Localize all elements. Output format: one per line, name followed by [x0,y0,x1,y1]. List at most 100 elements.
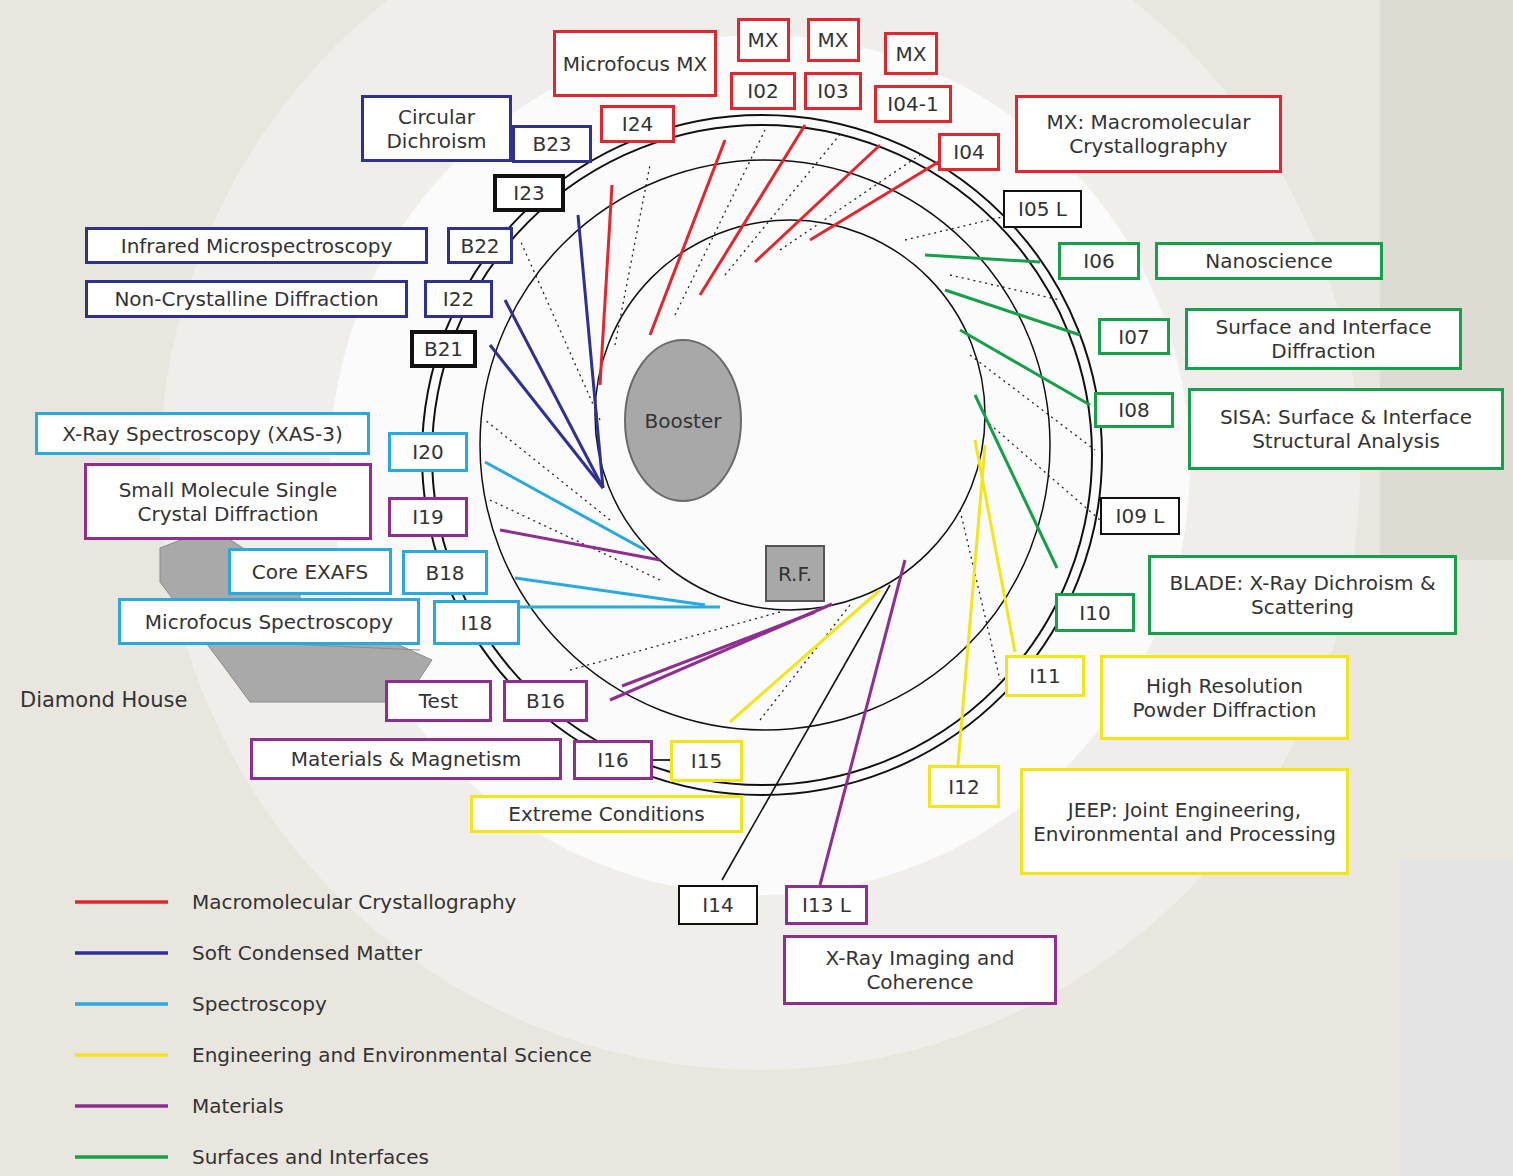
beamline-position [675,130,765,315]
legend-swatch [75,897,170,907]
beamline-id-box: I10 [1055,593,1135,632]
node-text: Infrared Microspectroscopy [121,234,393,258]
node-text: JEEP: Joint Engineering, Environmental a… [1029,798,1340,846]
booster-shape [625,340,741,501]
beamline-position [970,355,1095,450]
legend-text: Engineering and Environmental Science [192,1043,592,1067]
hall-roof [330,35,1190,895]
node-text: I04-1 [887,92,938,116]
beamline-id-box: Test [385,680,492,722]
node-text: I08 [1118,398,1149,422]
beamline [975,440,1015,652]
node-text: Circular Dichroism [370,105,503,153]
node-text: I10 [1079,601,1110,625]
node-text: I13 L [802,893,851,917]
beamline-group-box: Infrared Microspectroscopy [85,227,428,264]
node-text: I12 [948,775,979,799]
node-text: I14 [702,893,733,917]
beamline-group-box: X-Ray Spectroscopy (XAS-3) [35,412,370,455]
beamline [730,590,880,722]
node-text: MX: Macromolecular Crystallography [1024,110,1273,158]
legend-text: Macromolecular Crystallography [192,890,516,914]
beamline-id-box: I02 [730,72,796,110]
legend-line [75,1155,168,1159]
beamline [485,462,645,550]
legend-row: Soft Condensed Matter [75,940,422,966]
beamline-id-box: I11 [1005,655,1085,697]
legend-swatch [75,948,170,958]
beamline [600,185,612,385]
beamline [755,145,880,262]
building-edge [200,640,420,650]
buildings [1400,860,1513,1176]
node-text: I05 L [1018,197,1067,221]
beamline-id-box: I08 [1094,392,1174,428]
beamline [945,290,1080,335]
beamline-group-box: MX: Macromolecular Crystallography [1015,95,1282,173]
storage-ring-outer [422,115,1102,795]
beamline [515,578,705,605]
legend-line [75,1104,168,1108]
booster-ring: Booster [623,338,743,503]
beamline-id-box: I14 [678,885,758,925]
beamline-group-box: Nanoscience [1155,242,1383,280]
beamline [500,530,660,560]
legend-text: Materials [192,1094,284,1118]
node-text: MX [818,28,849,52]
beamline-id-box: I03 [804,72,862,110]
node-text: Microfocus MX [563,52,708,76]
node-text: X-Ray Spectroscopy (XAS-3) [62,422,343,446]
beamline [505,300,603,488]
legend-line [75,1053,168,1057]
legend-row: Macromolecular Crystallography [75,889,516,915]
beamlines [485,125,1100,885]
beamline [610,604,832,700]
node-text: I11 [1029,664,1060,688]
field [1380,0,1513,560]
beamline-id-box: I12 [928,765,1000,808]
legend-line [75,1002,168,1006]
beamline-group-box: Small Molecule Single Crystal Diffractio… [84,463,372,540]
node-text: I24 [622,112,653,136]
rf-block: R.F. [765,545,825,602]
beamline-group-box: Extreme Conditions [470,795,743,833]
beamline-id-box: I15 [670,740,743,782]
beamline-group-box: Microfocus Spectroscopy [118,598,420,645]
node-text: I20 [412,440,443,464]
beamline-id-box: I18 [433,600,520,645]
legend-row: Surfaces and Interfaces [75,1144,429,1170]
beamline-id-box: I24 [600,105,675,143]
beamline-group-box: Materials & Magnetism [250,738,562,780]
node-text: Small Molecule Single Crystal Diffractio… [93,478,363,526]
rf-outline [765,545,825,602]
legend-swatch [75,1152,170,1162]
node-text: I22 [443,287,474,311]
node-text: I04 [953,140,984,164]
node-text: I16 [597,748,628,772]
legend-swatch [75,1050,170,1060]
node-text: I09 L [1116,504,1165,528]
node-text: Core EXAFS [252,560,369,584]
node-text: B22 [460,234,499,258]
node-text: Materials & Magnetism [291,747,521,771]
beamline-id-box: I19 [388,497,468,537]
inner-ring [595,220,985,610]
node-text: SISA: Surface & Interface Structural Ana… [1197,405,1495,453]
beamline-position [985,420,1100,520]
beamline-group-box: Surface and Interface Diffraction [1185,308,1462,370]
beamline-id-box: I23 [493,174,565,212]
node-text: I15 [691,749,722,773]
node-text: B18 [425,561,464,585]
beamline-id-box: I07 [1098,318,1170,355]
node-text: B23 [532,132,571,156]
beamline [722,585,890,880]
beamline-id-box: B22 [447,227,513,264]
beamline-position [615,165,650,345]
beamline-group-box: High Resolution Powder Diffraction [1100,655,1349,740]
beamline [520,606,720,609]
node-text: Microfocus Spectroscopy [145,610,393,634]
beamline-group-box: Circular Dichroism [361,95,512,162]
